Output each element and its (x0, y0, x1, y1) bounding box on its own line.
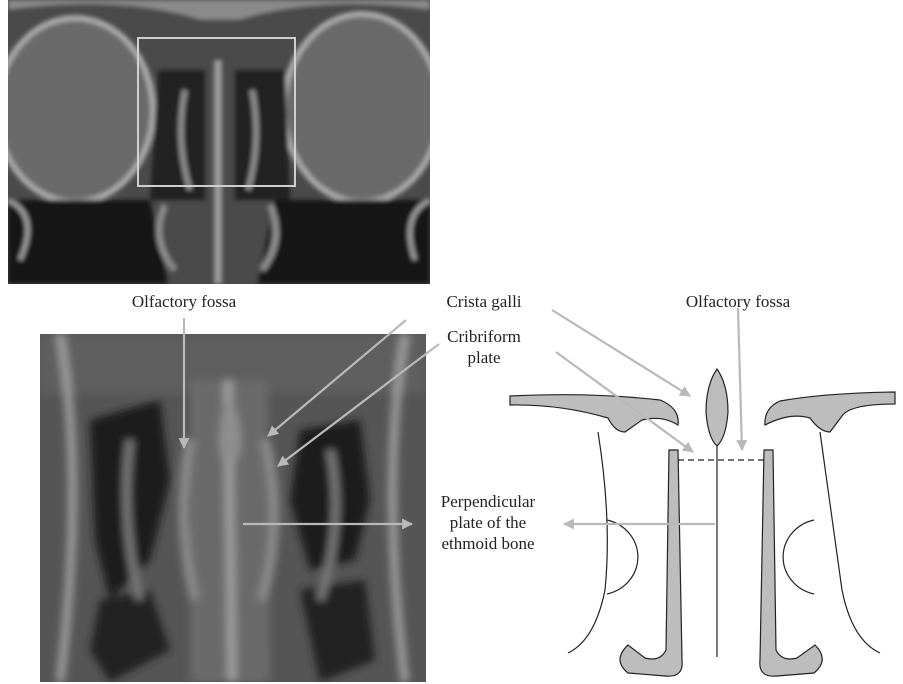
label-crista-galli: Crista galli (420, 291, 548, 312)
right-outer-wall (820, 432, 880, 653)
label-perpendicular-plate: Perpendicular plate of the ethmoid bone (419, 491, 557, 554)
ct-zoomed-panel (40, 334, 426, 682)
right-orbital-roof (765, 392, 895, 432)
left-semicircle (607, 520, 638, 594)
left-orbital-roof (510, 395, 678, 432)
left-outer-wall (568, 432, 607, 653)
label-olfactory-fossa-right: Olfactory fossa (666, 291, 810, 312)
schematic-diagram (510, 369, 895, 676)
label-olfactory-fossa-left: Olfactory fossa (112, 291, 256, 312)
right-lamina (760, 450, 822, 676)
crista-galli-shape (706, 369, 728, 446)
label-cribriform-plate: Cribriform plate (418, 326, 550, 368)
arrow-olfactory-fossa-right (738, 308, 742, 450)
right-semicircle (783, 520, 814, 594)
left-lamina (620, 450, 682, 676)
arrow-crista-galli-schematic (552, 310, 690, 396)
ct-coronal-overview (0, 0, 440, 284)
